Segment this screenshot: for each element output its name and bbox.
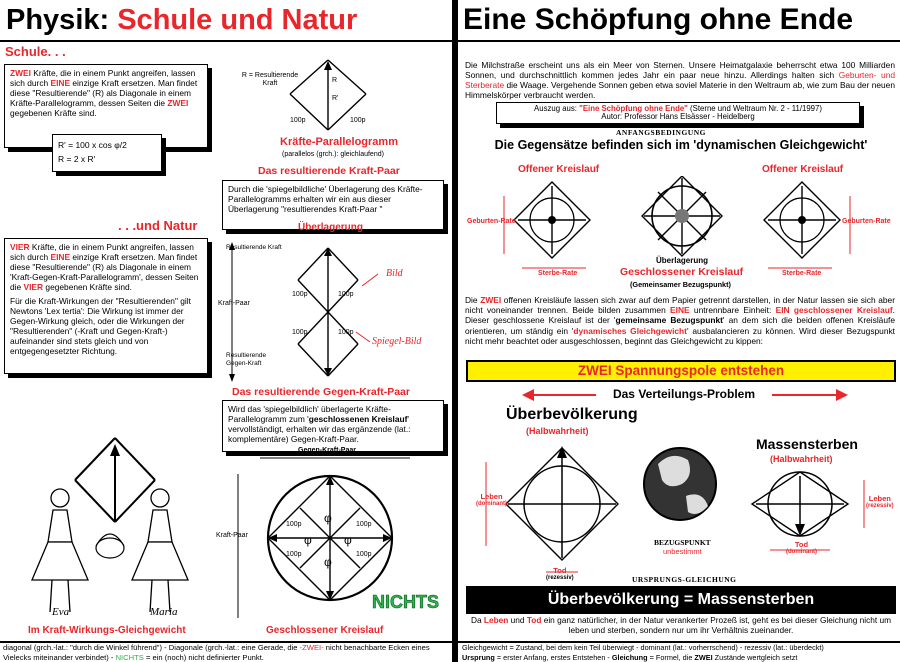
bild-label: Bild xyxy=(386,268,403,279)
left-footer: diagonal (grch.-lat.: "durch die Winkel … xyxy=(3,643,430,662)
offener-left: Offener Kreislauf xyxy=(518,164,600,175)
geschlossener-label: Geschlossener Kreislauf xyxy=(620,266,744,278)
girl-figure-icon xyxy=(131,488,189,613)
girl-figure-icon xyxy=(31,488,89,613)
paar-caption: Das resultierende Kraft-Paar xyxy=(258,165,400,177)
ueberbev-heading: Überbevölkerung xyxy=(506,406,638,423)
svg-text:R: R xyxy=(332,77,337,84)
massensterben-heading: Massensterben xyxy=(756,436,858,452)
para-caption: Kräfte-Parallelogramm xyxy=(280,136,398,148)
natur-heading: . . .und Natur xyxy=(118,218,198,233)
verteilung-heading: Das Verteilungs-Problem xyxy=(612,387,756,401)
para-sub: (parallelos (grch.): gleichlaufend) xyxy=(282,151,384,158)
ueberlagerung-r: Überlagerung xyxy=(656,256,709,265)
force-arrow-icon xyxy=(485,446,619,573)
svg-text:100p: 100p xyxy=(350,117,366,124)
gegen-text-box: Wird das 'spiegelbildlich' überlagerte K… xyxy=(222,400,444,452)
gegen-kraft-paar-label: Gegen-Kraft-Paar xyxy=(298,447,356,454)
svg-text:100p: 100p xyxy=(338,329,354,336)
title-rule xyxy=(0,40,452,42)
equation-band: Überbevölkerung = Massensterben xyxy=(466,586,896,614)
right-title: Eine Schöpfung ohne Ende xyxy=(463,3,853,36)
spiegel-bild-label: Spiegel-Bild xyxy=(372,336,422,347)
res-gegen-label: Resultierende Gegen-Kraft xyxy=(226,352,267,367)
paragraph-2: Die ZWEI offenen Kreisläufe lassen sich … xyxy=(465,295,896,346)
geburten-left: Geburten-Rate xyxy=(467,218,516,225)
girls-diamond-arrows xyxy=(74,437,156,523)
force-arrow-icon xyxy=(503,181,591,269)
kreislauf-diagrams xyxy=(503,176,851,269)
last-paragraph: Da Leben und Tod ein ganz natürlicher, i… xyxy=(471,615,891,635)
kraft-paar-diagram: 100p 100p 100p 100p xyxy=(229,242,379,382)
paar-text-box: Durch die 'spiegelbildliche' Überlagerun… xyxy=(222,180,444,230)
schule-heading: Schule. . . xyxy=(5,44,66,59)
kraft-paar-label: Kraft-Paar xyxy=(218,300,250,307)
bezugspunkt-sub: (Gemeinsamer Bezugspunkt) xyxy=(630,280,731,289)
leben-left: Leben(dominant) xyxy=(476,492,507,507)
tod-right: Tod(dominant) xyxy=(786,540,817,555)
girls-illustration xyxy=(31,437,189,613)
anfangs-label: ANFANGSBEDINGUNG xyxy=(616,128,706,137)
basket-icon xyxy=(95,537,125,559)
svg-text:φ: φ xyxy=(324,555,332,569)
svg-text:R': R' xyxy=(332,95,338,102)
svg-text:100p: 100p xyxy=(356,551,372,558)
formula-box: R' = 100 x cos φ/2 R = 2 x R' xyxy=(52,134,162,172)
geburten-right: Geburten-Rate xyxy=(842,218,891,225)
ueberlagerung-label: Überlagerung xyxy=(298,222,364,233)
r-label: R = Resultierende Kraft xyxy=(241,72,299,87)
force-arrow-icon xyxy=(750,471,865,551)
halbwahrheit-left: (Halbwahrheit) xyxy=(526,426,589,436)
svg-text:100p: 100p xyxy=(286,521,302,528)
tod-left: Tod(rezessiv) xyxy=(546,566,574,581)
svg-text:100p: 100p xyxy=(290,117,306,124)
svg-text:φ: φ xyxy=(324,511,332,525)
kraft-paar-label-2: Kraft-Paar xyxy=(216,532,248,539)
halbwahrheit-right: (Halbwahrheit) xyxy=(770,454,833,464)
svg-text:100p: 100p xyxy=(292,291,308,298)
sterbe-left: Sterbe-Rate xyxy=(538,270,578,277)
gleichgewicht-caption: Im Kraft-Wirkungs-Gleichgewicht xyxy=(28,625,186,636)
globe-icon xyxy=(643,447,717,521)
leben-right: Leben(rezessiv) xyxy=(866,494,894,509)
force-arrow-icon xyxy=(763,181,851,269)
verteilung-arrows xyxy=(522,389,848,401)
svg-text:100p: 100p xyxy=(292,329,308,336)
res-kraft-label: Resultierende Kraft xyxy=(226,244,282,251)
svg-text:φ: φ xyxy=(304,533,312,547)
kreislauf-caption: Geschlossener Kreislauf xyxy=(266,625,384,636)
spannungspole-banner: ZWEI Spannungspole entstehen xyxy=(466,360,896,382)
gegensaetze-heading: Die Gegensätze befinden sich im 'dynamis… xyxy=(494,138,868,152)
eva-label: Eva xyxy=(52,606,70,618)
left-title: Physik: Schule und Natur xyxy=(6,4,358,36)
maria-label: Maria xyxy=(150,606,178,618)
galaxy-icon xyxy=(641,176,723,257)
sterbe-right: Sterbe-Rate xyxy=(782,270,822,277)
auszug-box: Auszug aus: "Eine Schöpfung ohne Ende" (… xyxy=(496,102,860,124)
intro-text: Die Milchstraße erscheint uns als ein Me… xyxy=(465,60,896,100)
center-divider xyxy=(452,0,458,662)
svg-text:φ: φ xyxy=(344,533,352,547)
right-glossary: Gleichgewicht = Zustand, bei dem kein Te… xyxy=(462,643,824,662)
ursprungs-label: URSPRUNGS-GLEICHUNG xyxy=(632,575,737,584)
kraefte-parallelogramm-diagram: 100p 100p R' R xyxy=(289,59,367,131)
natur-text-box: VIER Kräfte, die in einem Punkt angreife… xyxy=(4,238,208,374)
svg-text:100p: 100p xyxy=(286,551,302,558)
gegen-caption: Das resultierende Gegen-Kraft-Paar xyxy=(232,386,410,398)
nichts-label: NICHTS xyxy=(372,592,440,613)
svg-text:100p: 100p xyxy=(356,521,372,528)
offener-right: Offener Kreislauf xyxy=(762,164,844,175)
verteilung-diagrams xyxy=(485,446,865,573)
svg-text:100p: 100p xyxy=(338,291,354,298)
